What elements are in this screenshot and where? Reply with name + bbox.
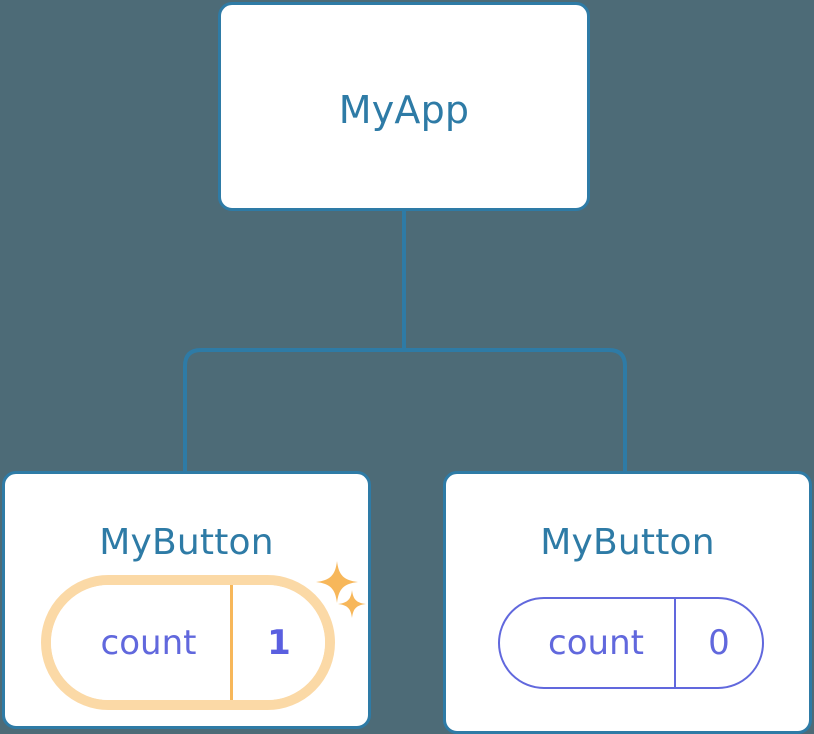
state-pill-value-right: 0: [708, 623, 730, 663]
node-card-mybutton-left[interactable]: MyButton count 1: [2, 471, 371, 729]
node-card-myapp[interactable]: MyApp: [218, 2, 590, 211]
state-pill-count-left[interactable]: count 1: [51, 585, 325, 700]
node-title-myapp: MyApp: [338, 88, 470, 132]
state-pill-highlight-wrapper: count 1: [41, 575, 335, 710]
node-title-mybutton-right: MyButton: [540, 522, 715, 563]
node-title-mybutton-left: MyButton: [99, 522, 274, 563]
state-pill-value-left: 1: [267, 622, 291, 663]
connector-sibling-bar: [183, 348, 627, 471]
node-card-mybutton-right[interactable]: MyButton count 0: [443, 471, 812, 734]
state-pill-glow: [41, 575, 335, 710]
state-pill-count-right[interactable]: count 0: [498, 597, 764, 689]
state-pill-key-left: count: [51, 585, 233, 700]
state-pill-key-right: count: [500, 599, 676, 687]
